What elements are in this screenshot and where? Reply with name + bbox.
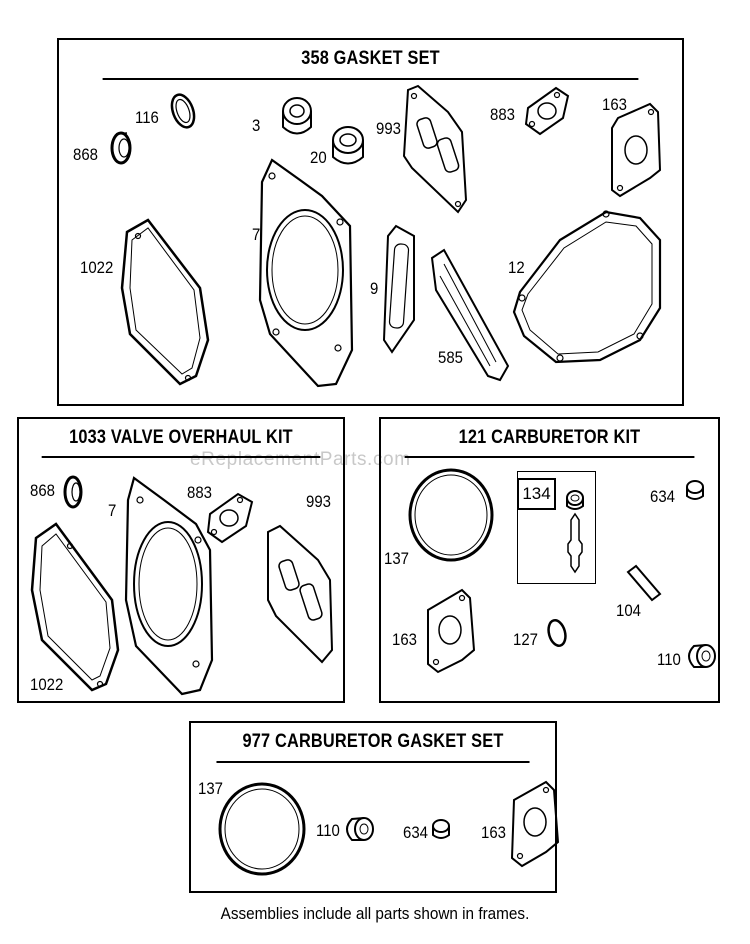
- callout-3: 3: [252, 116, 261, 135]
- valve-kit-title: 1033 VALVE OVERHAUL KIT: [41, 419, 321, 458]
- gasket-883-part: [524, 86, 570, 136]
- bushing-20-part: [332, 126, 364, 165]
- needle-kit-label: 134: [517, 478, 556, 510]
- callout-7: 7: [108, 501, 117, 520]
- gasket-7-part: [258, 158, 354, 388]
- callout-104: 104: [616, 601, 641, 620]
- footer-note: Assemblies include all parts shown in fr…: [220, 904, 530, 923]
- gasket-163-part: [611, 102, 662, 198]
- callout-163: 163: [392, 630, 417, 649]
- callout-883: 883: [490, 105, 515, 124]
- callout-12: 12: [508, 258, 525, 277]
- needle-kit-box: [517, 471, 596, 584]
- callout-1022: 1022: [30, 675, 64, 694]
- callout-110: 110: [657, 650, 681, 669]
- gasket-993-part: [402, 84, 468, 214]
- gasket-585-part: [430, 248, 510, 382]
- gasket-12-part: [512, 210, 662, 364]
- callout-585: 585: [438, 348, 463, 367]
- o-ring-116-part: [170, 93, 196, 129]
- callout-634: 634: [403, 823, 428, 842]
- callout-137: 137: [198, 779, 223, 798]
- callout-634: 634: [650, 487, 675, 506]
- carb-kit-frame: 121 CARBURETOR KIT: [379, 417, 720, 703]
- gasket-1022-part: [120, 218, 210, 386]
- callout-7: 7: [252, 225, 261, 244]
- gasket-set-title: 358 GASKET SET: [102, 40, 639, 80]
- gasket-9-part: [382, 224, 415, 354]
- callout-163: 163: [481, 823, 506, 842]
- callout-110: 110: [316, 821, 340, 840]
- callout-20: 20: [310, 148, 327, 167]
- callout-868: 868: [73, 145, 98, 164]
- callout-993: 993: [306, 492, 331, 511]
- callout-868: 868: [30, 481, 55, 500]
- callout-9: 9: [370, 279, 379, 298]
- valve-kit-frame: 1033 VALVE OVERHAUL KIT: [17, 417, 345, 703]
- carb-gasket-set-frame: 977 CARBURETOR GASKET SET: [189, 721, 557, 893]
- callout-883: 883: [187, 483, 212, 502]
- carb-gasket-set-title: 977 CARBURETOR GASKET SET: [216, 723, 530, 763]
- callout-116: 116: [135, 108, 159, 127]
- callout-163: 163: [602, 95, 627, 114]
- callout-137: 137: [384, 549, 409, 568]
- carb-kit-title: 121 CARBURETOR KIT: [404, 419, 695, 458]
- gasket-set-frame: 358 GASKET SET: [57, 38, 684, 406]
- callout-127: 127: [513, 630, 538, 649]
- callout-993: 993: [376, 119, 401, 138]
- bushing-3-part: [282, 97, 312, 135]
- watermark: eReplacementParts.com: [190, 449, 411, 470]
- callout-1022: 1022: [80, 258, 114, 277]
